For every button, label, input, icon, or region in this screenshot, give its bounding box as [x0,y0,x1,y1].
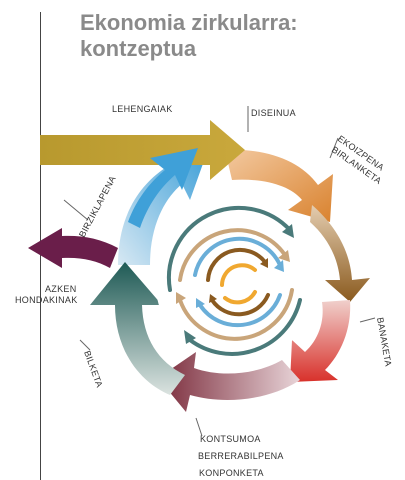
label-residual-1: AZKEN [45,284,77,294]
collection-arrow [90,262,185,395]
inner-arc-orange-2 [223,290,257,305]
production-arrow [310,205,370,302]
inner-arc-brown-1 [206,247,267,282]
raw-materials-arrow [40,120,245,180]
design-arrow [225,149,333,222]
inner-arc-teal-1 [166,205,292,292]
label-distribution: BANAKETA [375,317,393,368]
residual-waste-arrow [28,228,118,268]
inner-arc-teal-2 [188,298,302,356]
label-design: DISEINUA [251,108,296,118]
label-recycling: BIRZIKLAPENA [77,174,118,239]
distribution-arrow [290,300,351,382]
inner-cycles [166,205,302,356]
label-ticks [63,106,376,437]
label-collection: BILKETA [82,349,105,389]
label-residual-2: HONDAKINAK [15,295,78,305]
page-title: Ekonomia zirkularra: kontzeptua [80,10,298,62]
label-consumption-2: BERRERABILPENA [198,451,284,461]
inner-arrowheads [176,224,294,344]
consumption-arrow [158,352,300,412]
title-line-2: kontzeptua [80,36,197,61]
inner-arc-brown-2 [210,293,270,317]
inner-arc-blue-2 [198,293,282,328]
title-line-1: Ekonomia zirkularra: [80,10,298,35]
inner-arc-orange-1 [220,263,257,287]
label-consumption-1: KONTSUMOA [200,434,261,444]
recycling-arrowhead [128,148,198,228]
label-raw-materials: LEHENGAIAK [112,104,173,114]
inner-arc-blue-1 [193,236,282,277]
inner-arc-tan-1 [178,228,287,282]
label-consumption-3: KONPONKETA [199,468,264,478]
inner-arc-tan-2 [178,288,294,341]
